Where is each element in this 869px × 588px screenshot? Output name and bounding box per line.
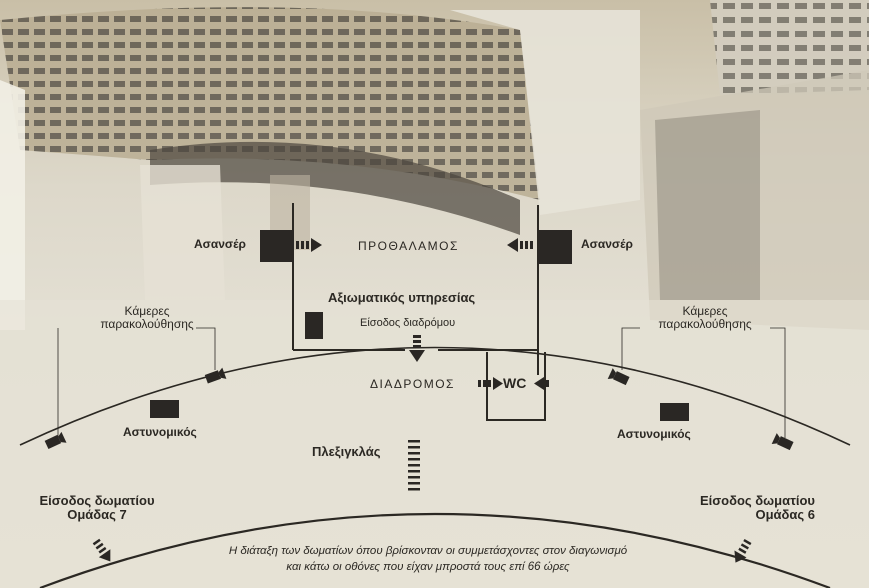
- arrow-down-icon: [734, 539, 752, 563]
- plexiglass-label: Πλεξιγκλάς: [312, 444, 381, 459]
- room-group6-label: Είσοδος δωματίου Ομάδας 6: [670, 493, 815, 523]
- room-group6-line1: Είσοδος δωματίου: [699, 493, 815, 508]
- police-marker-right: [660, 403, 689, 421]
- cameras-right-line1: Κάμερες: [682, 304, 728, 318]
- room-group7-label: Είσοδος δωματίου Ομάδας 7: [22, 493, 172, 523]
- wc-label: WC: [503, 375, 527, 391]
- arrow-left-icon: [507, 238, 533, 252]
- elevator-right-label: Ασανσέρ: [581, 237, 633, 251]
- plexiglass-barrier: [408, 440, 420, 491]
- corridor-label: ΔΙΑΔΡΟΜΟΣ: [370, 377, 455, 391]
- camera-leader-right-inner: [621, 327, 640, 370]
- lobby-label: ΠΡΟΘΑΛΑΜΟΣ: [358, 239, 459, 253]
- cameras-right-line2: παρακολούθησης: [658, 317, 752, 332]
- arrow-right-icon: [478, 377, 503, 390]
- corridor-entrance-label: Είσοδος διαδρόμου: [360, 317, 456, 329]
- camera-icon: [204, 367, 227, 384]
- police-marker-left: [150, 400, 179, 418]
- cameras-left-line2: παρακολούθησης: [100, 317, 194, 332]
- camera-icon: [44, 431, 67, 450]
- camera-icon: [607, 368, 630, 386]
- police-left-label: Αστυνομικός: [123, 425, 197, 439]
- elevator-left-block: [260, 230, 294, 262]
- room-group7-line2: Ομάδας 7: [67, 507, 127, 523]
- cameras-right-label: Κάμερες παρακολούθησης: [640, 304, 770, 332]
- camera-icon: [771, 433, 794, 451]
- caption-line2: και κάτω οι οθόνες που είχαν μπροστά του…: [286, 561, 570, 574]
- duty-officer-desk: [305, 312, 323, 339]
- duty-officer-label: Αξιωματικός υπηρεσίας: [328, 290, 476, 305]
- diagram-caption: Η διάταξη των δωματίων όπου βρίσκονταν ο…: [158, 543, 698, 575]
- corridor-outer-wall: [19, 346, 851, 446]
- elevator-left-label: Ασανσέρ: [194, 237, 246, 251]
- camera-leader-left-inner: [196, 327, 216, 370]
- room-screens-wall: [39, 512, 831, 588]
- arrow-down-icon: [409, 335, 425, 362]
- camera-leader-right-outer: [770, 327, 786, 438]
- room-group7-line1: Είσοδος δωματίου: [39, 493, 155, 508]
- arrow-down-icon: [92, 538, 111, 562]
- cameras-left-label: Κάμερες παρακολούθησης: [82, 304, 212, 332]
- police-right-label: Αστυνομικός: [617, 427, 691, 441]
- elevator-right-block: [538, 230, 572, 264]
- cameras-left-line1: Κάμερες: [124, 304, 170, 318]
- wc-walls: [486, 352, 546, 421]
- arrow-left-icon: [534, 377, 549, 390]
- room-group6-line2: Ομάδας 6: [755, 507, 815, 523]
- arrow-right-icon: [296, 238, 322, 252]
- caption-line1: Η διάταξη των δωματίων όπου βρίσκονταν ο…: [228, 545, 628, 557]
